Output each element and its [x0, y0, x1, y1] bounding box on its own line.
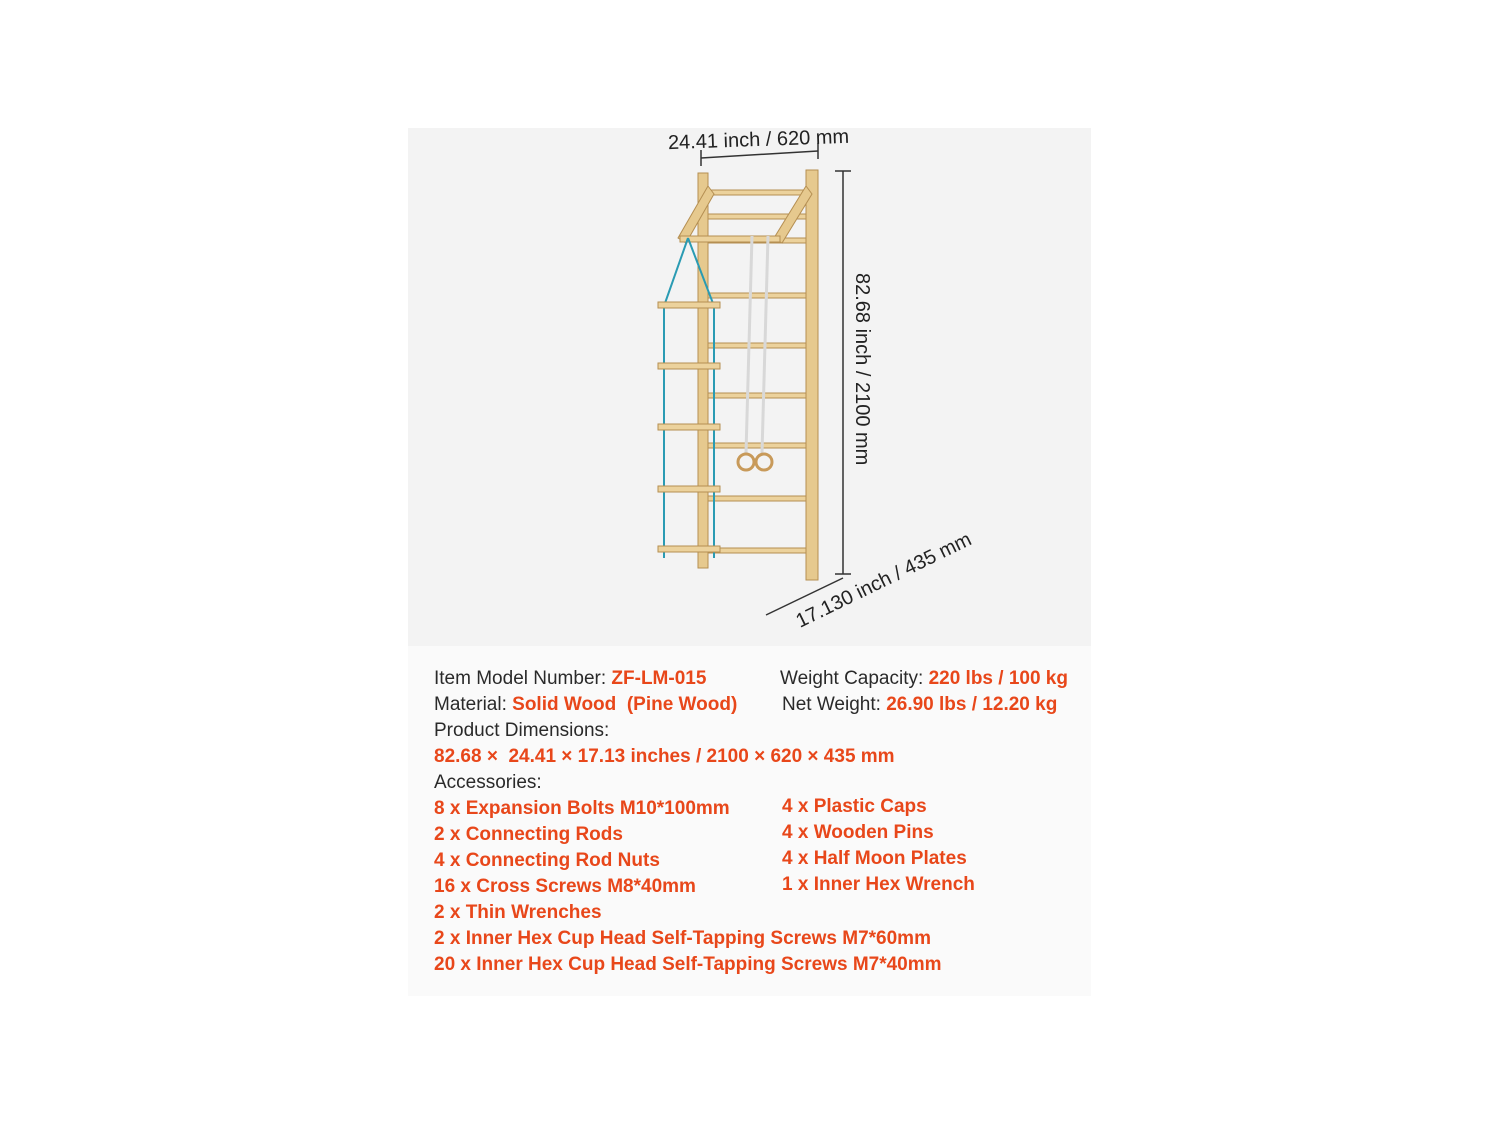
- product-dimensions-label: Product Dimensions:: [434, 720, 610, 741]
- net-weight-row: Net Weight: 26.90 lbs / 12.20 kg: [782, 694, 1057, 716]
- accessory-item: 4 x Connecting Rod Nuts: [434, 850, 660, 871]
- ladder-frame: [677, 169, 819, 581]
- accessory-item: 2 x Inner Hex Cup Head Self-Tapping Scre…: [434, 928, 931, 949]
- accessory-item: 2 x Connecting Rods: [434, 824, 623, 845]
- accessory-item: 4 x Plastic Caps: [782, 796, 927, 817]
- accessory-item: 1 x Inner Hex Wrench: [782, 874, 975, 895]
- weight-capacity-label: Weight Capacity:: [780, 668, 924, 689]
- accessory-item: 8 x Expansion Bolts M10*100mm: [434, 798, 730, 819]
- gymnastic-rings: [736, 235, 774, 472]
- net-weight-value: 26.90 lbs / 12.20 kg: [886, 694, 1058, 715]
- height-dimension-label: 82.68 inch / 2100 mm: [851, 273, 873, 465]
- weight-capacity-value: 220 lbs / 100 kg: [928, 668, 1068, 689]
- accessory-item: 4 x Half Moon Plates: [782, 848, 967, 869]
- accessory-item: 4 x Wooden Pins: [782, 822, 934, 843]
- accessory-item: 2 x Thin Wrenches: [434, 902, 602, 923]
- model-number-label: Item Model Number:: [434, 668, 607, 689]
- accessory-item: 20 x Inner Hex Cup Head Self-Tapping Scr…: [434, 954, 942, 975]
- model-number-value: ZF-LM-015: [611, 668, 707, 689]
- product-figure: 24.41 inch / 620 mm 82.68 inch / 2100 mm…: [408, 128, 1091, 646]
- accessories-label: Accessories:: [434, 772, 542, 793]
- accessory-item: 16 x Cross Screws M8*40mm: [434, 876, 696, 897]
- product-dimensions-value: 82.68 × 24.41 × 17.13 inches / 2100 × 62…: [434, 746, 895, 767]
- weight-capacity-row: Weight Capacity: 220 lbs / 100 kg: [780, 668, 1068, 690]
- wall-ladder-illustration: 24.41 inch / 620 mm 82.68 inch / 2100 mm…: [657, 128, 976, 632]
- net-weight-label: Net Weight:: [782, 694, 881, 715]
- material-row: Material: Solid Wood (Pine Wood): [434, 694, 737, 716]
- width-dimension-label: 24.41 inch / 620 mm: [668, 128, 850, 154]
- rope-ladder: [657, 237, 721, 558]
- material-label: Material:: [434, 694, 507, 715]
- model-number-row: Item Model Number: ZF-LM-015: [434, 668, 706, 690]
- depth-dimension-label: 17.130 inch / 435 mm: [793, 528, 976, 632]
- material-value: Solid Wood (Pine Wood): [512, 694, 738, 715]
